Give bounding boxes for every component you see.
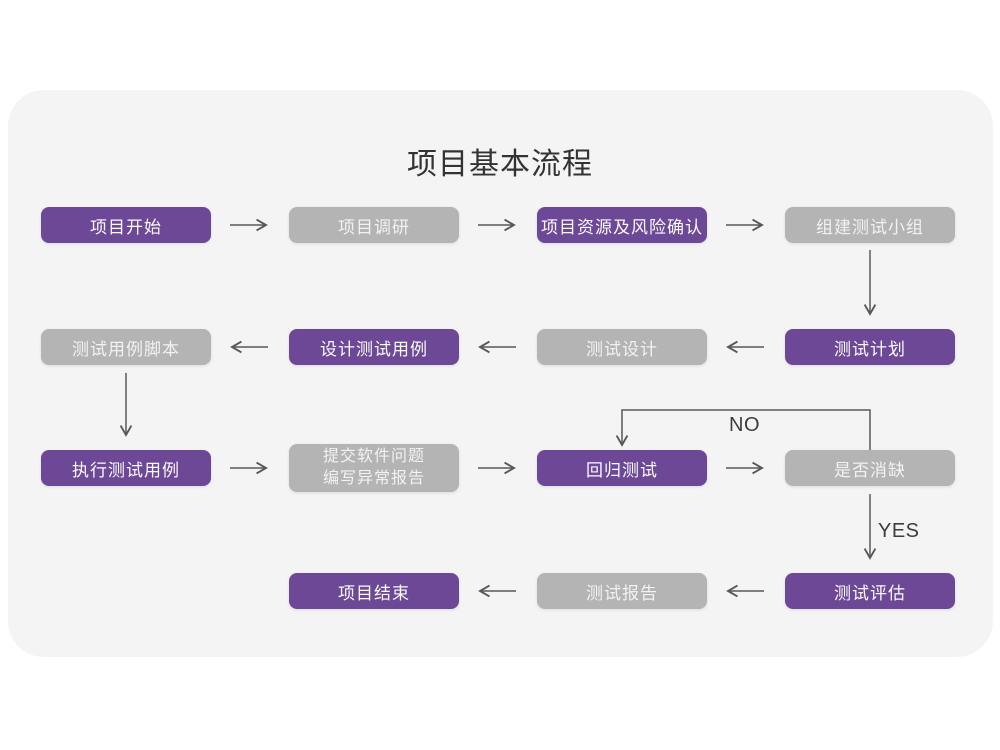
node-resource-risk-confirm: 项目资源及风险确认 xyxy=(537,207,707,243)
node-design-test-cases: 设计测试用例 xyxy=(289,329,459,365)
edge-label-no: NO xyxy=(729,414,760,436)
node-execute-test-cases: 执行测试用例 xyxy=(41,450,211,486)
node-regression-test: 回归测试 xyxy=(537,450,707,486)
node-test-design: 测试设计 xyxy=(537,329,707,365)
node-label-line2: 编写异常报告 xyxy=(322,470,425,487)
edge-label-yes: YES xyxy=(878,520,920,542)
node-defect-cleared: 是否消缺 xyxy=(785,450,955,486)
node-test-evaluation: 测试评估 xyxy=(785,573,955,609)
node-build-test-team: 组建测试小组 xyxy=(785,207,955,243)
node-test-plan: 测试计划 xyxy=(785,329,955,365)
node-project-start: 项目开始 xyxy=(41,207,211,243)
node-project-end: 项目结束 xyxy=(289,573,459,609)
node-submit-defect-report: 提交软件问题 编写异常报告 xyxy=(289,444,459,492)
flowchart-card xyxy=(8,90,993,657)
node-label-line1: 提交软件问题 xyxy=(322,448,425,465)
node-test-case-script: 测试用例脚本 xyxy=(41,329,211,365)
page-title: 项目基本流程 xyxy=(407,148,593,181)
node-project-research: 项目调研 xyxy=(289,207,459,243)
node-test-report: 测试报告 xyxy=(537,573,707,609)
